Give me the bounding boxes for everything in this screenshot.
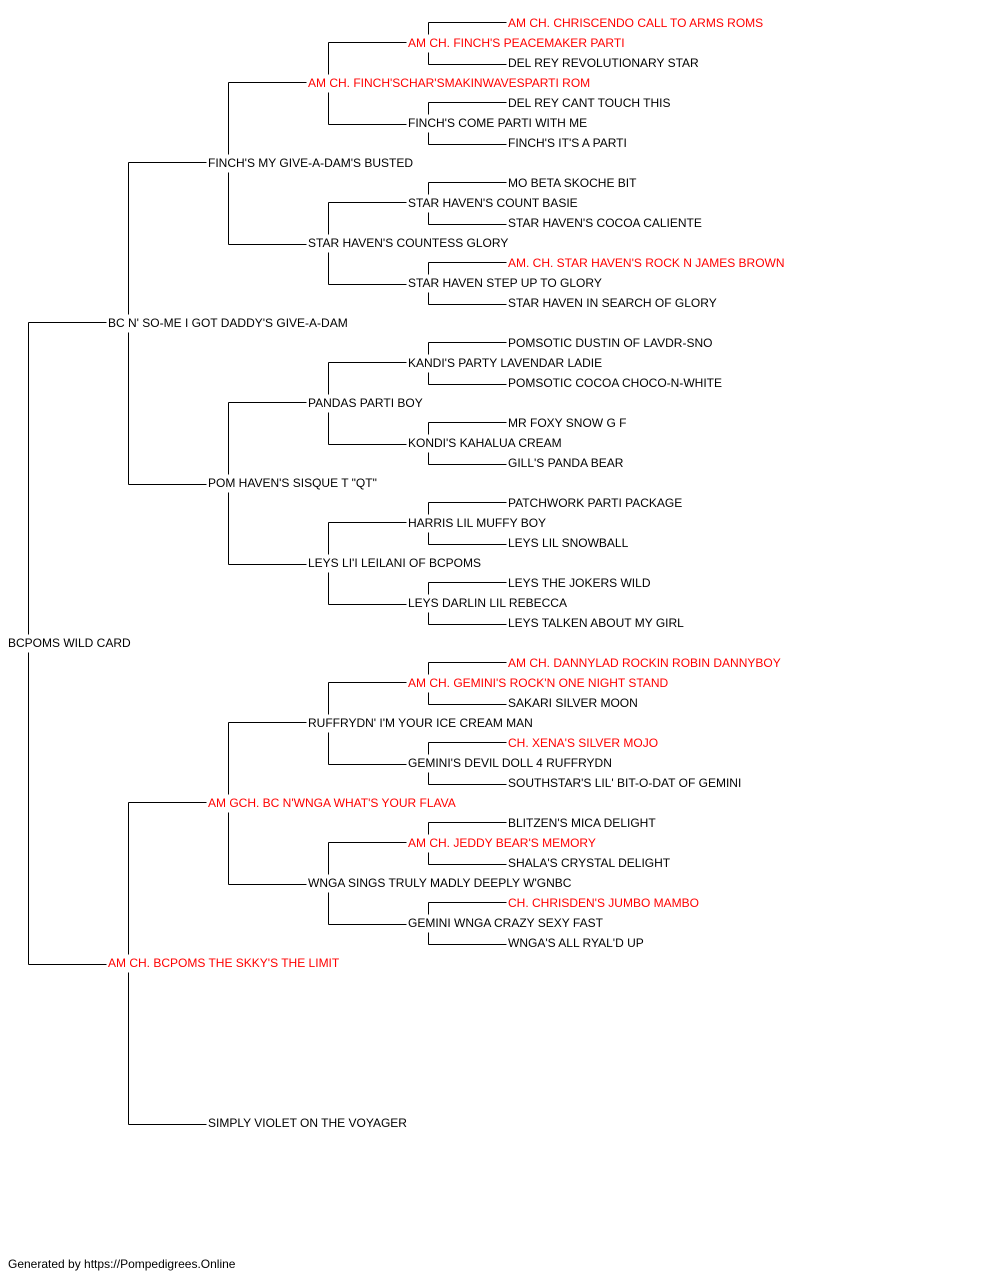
dog-name: BCPOMS WILD CARD <box>8 636 131 650</box>
dog-name: POMSOTIC DUSTIN OF LAVDR-SNO <box>508 336 713 350</box>
dog-name: PANDAS PARTI BOY <box>308 396 423 410</box>
dog-name: BC N' SO-ME I GOT DADDY'S GIVE-A-DAM <box>108 316 348 330</box>
dog-name: AM CH. CHRISCENDO CALL TO ARMS ROMS <box>508 16 764 30</box>
dog-name: AM CH. GEMINI'S ROCK'N ONE NIGHT STAND <box>408 676 669 690</box>
dog-name: LEYS LI'I LEILANI OF BCPOMS <box>308 556 482 570</box>
dog-name: GILL'S PANDA BEAR <box>508 456 624 470</box>
dog-name: AM CH. BCPOMS THE SKKY'S THE LIMIT <box>108 956 340 970</box>
dog-name: LEYS DARLIN LIL REBECCA <box>408 596 567 610</box>
dog-name: STAR HAVEN'S COCOA CALIENTE <box>508 216 702 230</box>
dog-name: WNGA SINGS TRULY MADLY DEEPLY W'GNBC <box>308 876 572 890</box>
dog-name: SAKARI SILVER MOON <box>508 696 638 710</box>
dog-name: STAR HAVEN'S COUNTESS GLORY <box>308 236 509 250</box>
generated-by-footer: Generated by https://Pompedigrees.Online <box>8 1257 236 1271</box>
dog-name: KONDI'S KAHALUA CREAM <box>408 436 562 450</box>
dog-name: DEL REY CANT TOUCH THIS <box>508 96 671 110</box>
dog-name: STAR HAVEN STEP UP TO GLORY <box>408 276 602 290</box>
dog-name: AM. CH. STAR HAVEN'S ROCK N JAMES BROWN <box>508 256 785 270</box>
dog-name: STAR HAVEN'S COUNT BASIE <box>408 196 578 210</box>
dog-name: MO BETA SKOCHE BIT <box>508 176 637 190</box>
dog-name: HARRIS LIL MUFFY BOY <box>408 516 547 530</box>
dog-name: CH. CHRISDEN'S JUMBO MAMBO <box>508 896 699 910</box>
dog-name: RUFFRYDN' I'M YOUR ICE CREAM MAN <box>308 716 533 730</box>
dog-name: STAR HAVEN IN SEARCH OF GLORY <box>508 296 717 310</box>
dog-name: AM CH. FINCH'SCHAR'SMAKINWAVESPARTI ROM <box>308 76 591 90</box>
dog-name: LEYS LIL SNOWBALL <box>508 536 629 550</box>
dog-name: AM GCH. BC N'WNGA WHAT'S YOUR FLAVA <box>208 796 456 810</box>
dog-name: AM CH. JEDDY BEAR'S MEMORY <box>408 836 596 850</box>
dog-name: PATCHWORK PARTI PACKAGE <box>508 496 683 510</box>
dog-name: FINCH'S IT'S A PARTI <box>508 136 627 150</box>
dog-name: POMSOTIC COCOA CHOCO-N-WHITE <box>508 376 722 390</box>
dog-name: SOUTHSTAR'S LIL' BIT-O-DAT OF GEMINI <box>508 776 742 790</box>
dog-name: WNGA'S ALL RYAL'D UP <box>508 936 644 950</box>
dog-name: LEYS TALKEN ABOUT MY GIRL <box>508 616 684 630</box>
dog-name: GEMINI'S DEVIL DOLL 4 RUFFRYDN <box>408 756 612 770</box>
dog-name: GEMINI WNGA CRAZY SEXY FAST <box>408 916 603 930</box>
dog-name: SHALA'S CRYSTAL DELIGHT <box>508 856 671 870</box>
dog-name: DEL REY REVOLUTIONARY STAR <box>508 56 699 70</box>
dog-name: AM CH. FINCH'S PEACEMAKER PARTI <box>408 36 625 50</box>
dog-name: CH. XENA'S SILVER MOJO <box>508 736 659 750</box>
dog-name: LEYS THE JOKERS WILD <box>508 576 651 590</box>
dog-name: AM CH. DANNYLAD ROCKIN ROBIN DANNYBOY <box>508 656 781 670</box>
dog-name: KANDI'S PARTY LAVENDAR LADIE <box>408 356 603 370</box>
dog-name: MR FOXY SNOW G F <box>508 416 627 430</box>
dog-name: FINCH'S MY GIVE-A-DAM'S BUSTED <box>208 156 414 170</box>
dog-name: SIMPLY VIOLET ON THE VOYAGER <box>208 1116 407 1130</box>
dog-name: POM HAVEN'S SISQUE T "QT" <box>208 476 377 490</box>
dog-name: FINCH'S COME PARTI WITH ME <box>408 116 588 130</box>
dog-name: BLITZEN'S MICA DELIGHT <box>508 816 656 830</box>
